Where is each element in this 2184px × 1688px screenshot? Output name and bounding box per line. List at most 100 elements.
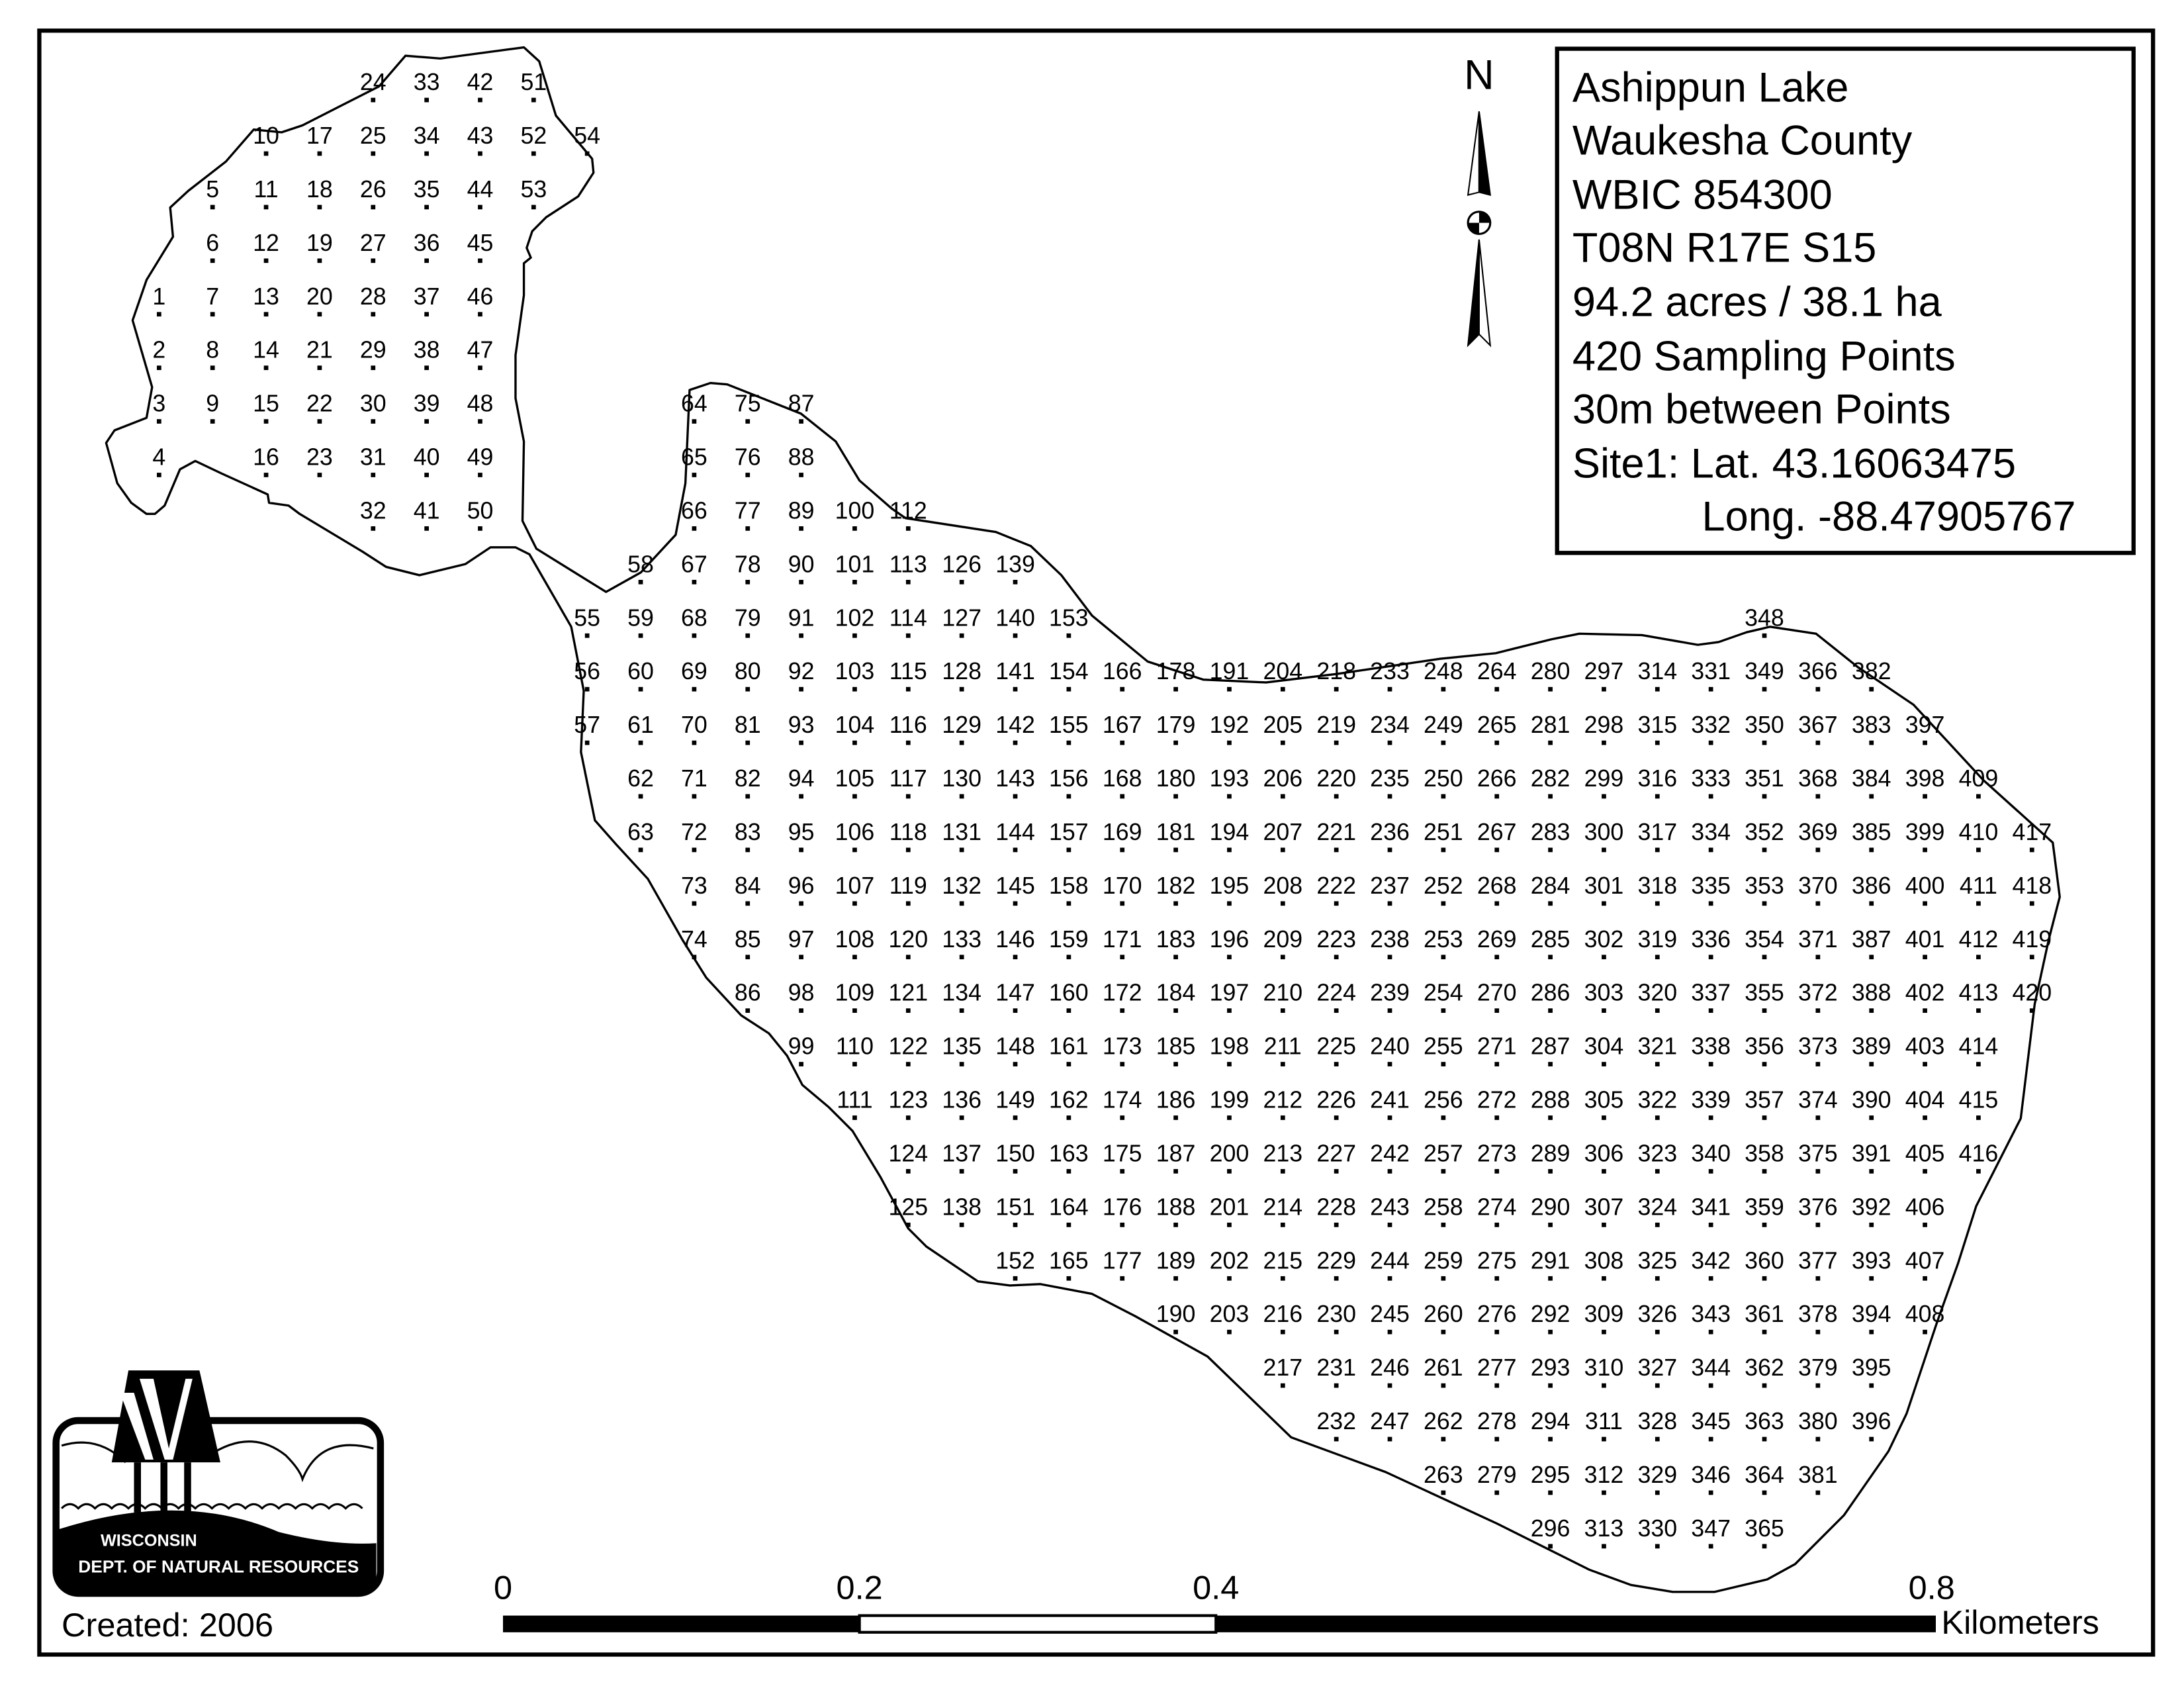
- sampling-point: 90: [788, 551, 814, 585]
- sampling-point: 326: [1637, 1301, 1677, 1335]
- sampling-point-label: 292: [1531, 1301, 1570, 1327]
- sampling-point: 253: [1424, 926, 1463, 960]
- sampling-point-label: 188: [1156, 1194, 1196, 1220]
- scale-segment: [858, 1614, 1218, 1634]
- sampling-point: 123: [888, 1087, 928, 1120]
- sampling-point: 160: [1049, 980, 1089, 1013]
- sampling-point-marker: [1227, 740, 1232, 745]
- sampling-point: 51: [520, 69, 547, 103]
- sampling-point-marker: [1815, 686, 1821, 692]
- sampling-point-marker: [1602, 1544, 1606, 1549]
- sampling-point: 375: [1798, 1140, 1838, 1174]
- sampling-point-label: 93: [788, 712, 815, 738]
- sampling-point-marker: [1066, 794, 1071, 799]
- sampling-point-marker: [1334, 1169, 1339, 1174]
- sampling-point-marker: [210, 419, 215, 424]
- sampling-point-label: 398: [1905, 765, 1945, 792]
- sampling-point: 38: [414, 337, 440, 371]
- sampling-point-label: 415: [1959, 1087, 1999, 1113]
- sampling-point-marker: [1548, 1008, 1553, 1013]
- sampling-point-marker: [1976, 1008, 1981, 1013]
- sampling-point-marker: [1173, 1276, 1178, 1281]
- sampling-point-label: 61: [627, 712, 654, 738]
- sampling-point-label: 253: [1424, 926, 1463, 953]
- sampling-point: 222: [1316, 872, 1356, 906]
- sampling-point: 319: [1637, 926, 1677, 960]
- sampling-point-marker: [1815, 1276, 1821, 1281]
- sampling-point-label: 156: [1049, 765, 1089, 792]
- sampling-point-marker: [1708, 1169, 1713, 1174]
- sampling-point: 13: [253, 283, 279, 317]
- sampling-point: 37: [414, 283, 440, 317]
- sampling-point: 259: [1424, 1247, 1463, 1281]
- sampling-point-marker: [852, 633, 857, 638]
- sampling-point-marker: [1441, 1329, 1446, 1335]
- sampling-point: 65: [681, 444, 707, 477]
- sampling-point-label: 389: [1852, 1033, 1891, 1060]
- sampling-point: 116: [889, 712, 927, 745]
- sampling-point-label: 357: [1745, 1087, 1784, 1113]
- sampling-point-label: 137: [942, 1140, 981, 1166]
- sampling-point: 142: [995, 712, 1035, 745]
- sampling-point: 236: [1370, 819, 1410, 853]
- sampling-point: 343: [1691, 1301, 1731, 1335]
- sampling-point-label: 170: [1103, 872, 1142, 899]
- sampling-point-label: 58: [627, 551, 654, 577]
- sampling-point: 172: [1103, 980, 1142, 1013]
- sampling-point-label: 221: [1316, 819, 1356, 845]
- sampling-point-marker: [1494, 1062, 1500, 1066]
- sampling-point: 260: [1424, 1301, 1463, 1335]
- sampling-point: 309: [1584, 1301, 1623, 1335]
- sampling-point: 64: [681, 391, 707, 424]
- sampling-point: 30: [360, 391, 387, 424]
- sampling-point: 307: [1584, 1194, 1623, 1227]
- sampling-point: 189: [1156, 1247, 1195, 1281]
- sampling-point-label: 158: [1049, 872, 1089, 899]
- sampling-point-label: 65: [681, 444, 707, 471]
- sampling-point: 232: [1316, 1408, 1356, 1442]
- sampling-point-label: 176: [1103, 1194, 1142, 1220]
- sampling-point-label: 391: [1852, 1140, 1891, 1166]
- sampling-point-label: 163: [1049, 1140, 1089, 1166]
- sampling-point: 382: [1852, 658, 1891, 692]
- sampling-point-label: 180: [1156, 765, 1196, 792]
- sampling-point-label: 388: [1852, 980, 1891, 1006]
- sampling-point-marker: [371, 526, 376, 531]
- sampling-point: 88: [788, 444, 814, 477]
- sampling-point-marker: [799, 1062, 803, 1066]
- sampling-point: 190: [1156, 1301, 1195, 1335]
- sampling-point-label: 184: [1156, 980, 1196, 1006]
- sampling-point: 363: [1745, 1408, 1784, 1442]
- sampling-point: 75: [735, 391, 761, 424]
- sampling-point-label: 110: [836, 1033, 874, 1060]
- sampling-point-label: 2: [152, 337, 165, 363]
- sampling-point-marker: [1441, 847, 1446, 853]
- sampling-point-marker: [1280, 1062, 1285, 1066]
- sampling-point-label: 401: [1905, 926, 1945, 953]
- sampling-point: 268: [1477, 872, 1517, 906]
- sampling-point-marker: [1494, 901, 1500, 906]
- sampling-point-label: 264: [1477, 658, 1517, 684]
- sampling-point-label: 267: [1477, 819, 1517, 845]
- sampling-point: 317: [1637, 819, 1677, 853]
- sampling-point-label: 70: [681, 712, 707, 738]
- sampling-point-label: 53: [520, 176, 547, 203]
- sampling-point-marker: [1655, 847, 1660, 853]
- sampling-point: 33: [414, 69, 440, 103]
- sampling-point: 312: [1584, 1462, 1623, 1495]
- wdnr-logo: WISCONSIN DEPT. OF NATURAL RESOURCES: [52, 1370, 385, 1597]
- sampling-point-marker: [1923, 847, 1927, 853]
- sampling-point-label: 192: [1210, 712, 1250, 738]
- sampling-point: 40: [414, 444, 440, 477]
- sampling-point-label: 25: [360, 122, 387, 149]
- sampling-point-label: 136: [942, 1087, 981, 1113]
- sampling-point-marker: [1762, 1062, 1767, 1066]
- sampling-point-marker: [317, 365, 322, 371]
- sampling-point: 28: [360, 283, 387, 317]
- sampling-point: 320: [1637, 980, 1677, 1013]
- sampling-point: 63: [627, 819, 654, 853]
- sampling-point-marker: [1976, 955, 1981, 960]
- sampling-point: 248: [1424, 658, 1463, 692]
- sampling-point: 10: [253, 122, 279, 156]
- sampling-point-marker: [1227, 1329, 1232, 1335]
